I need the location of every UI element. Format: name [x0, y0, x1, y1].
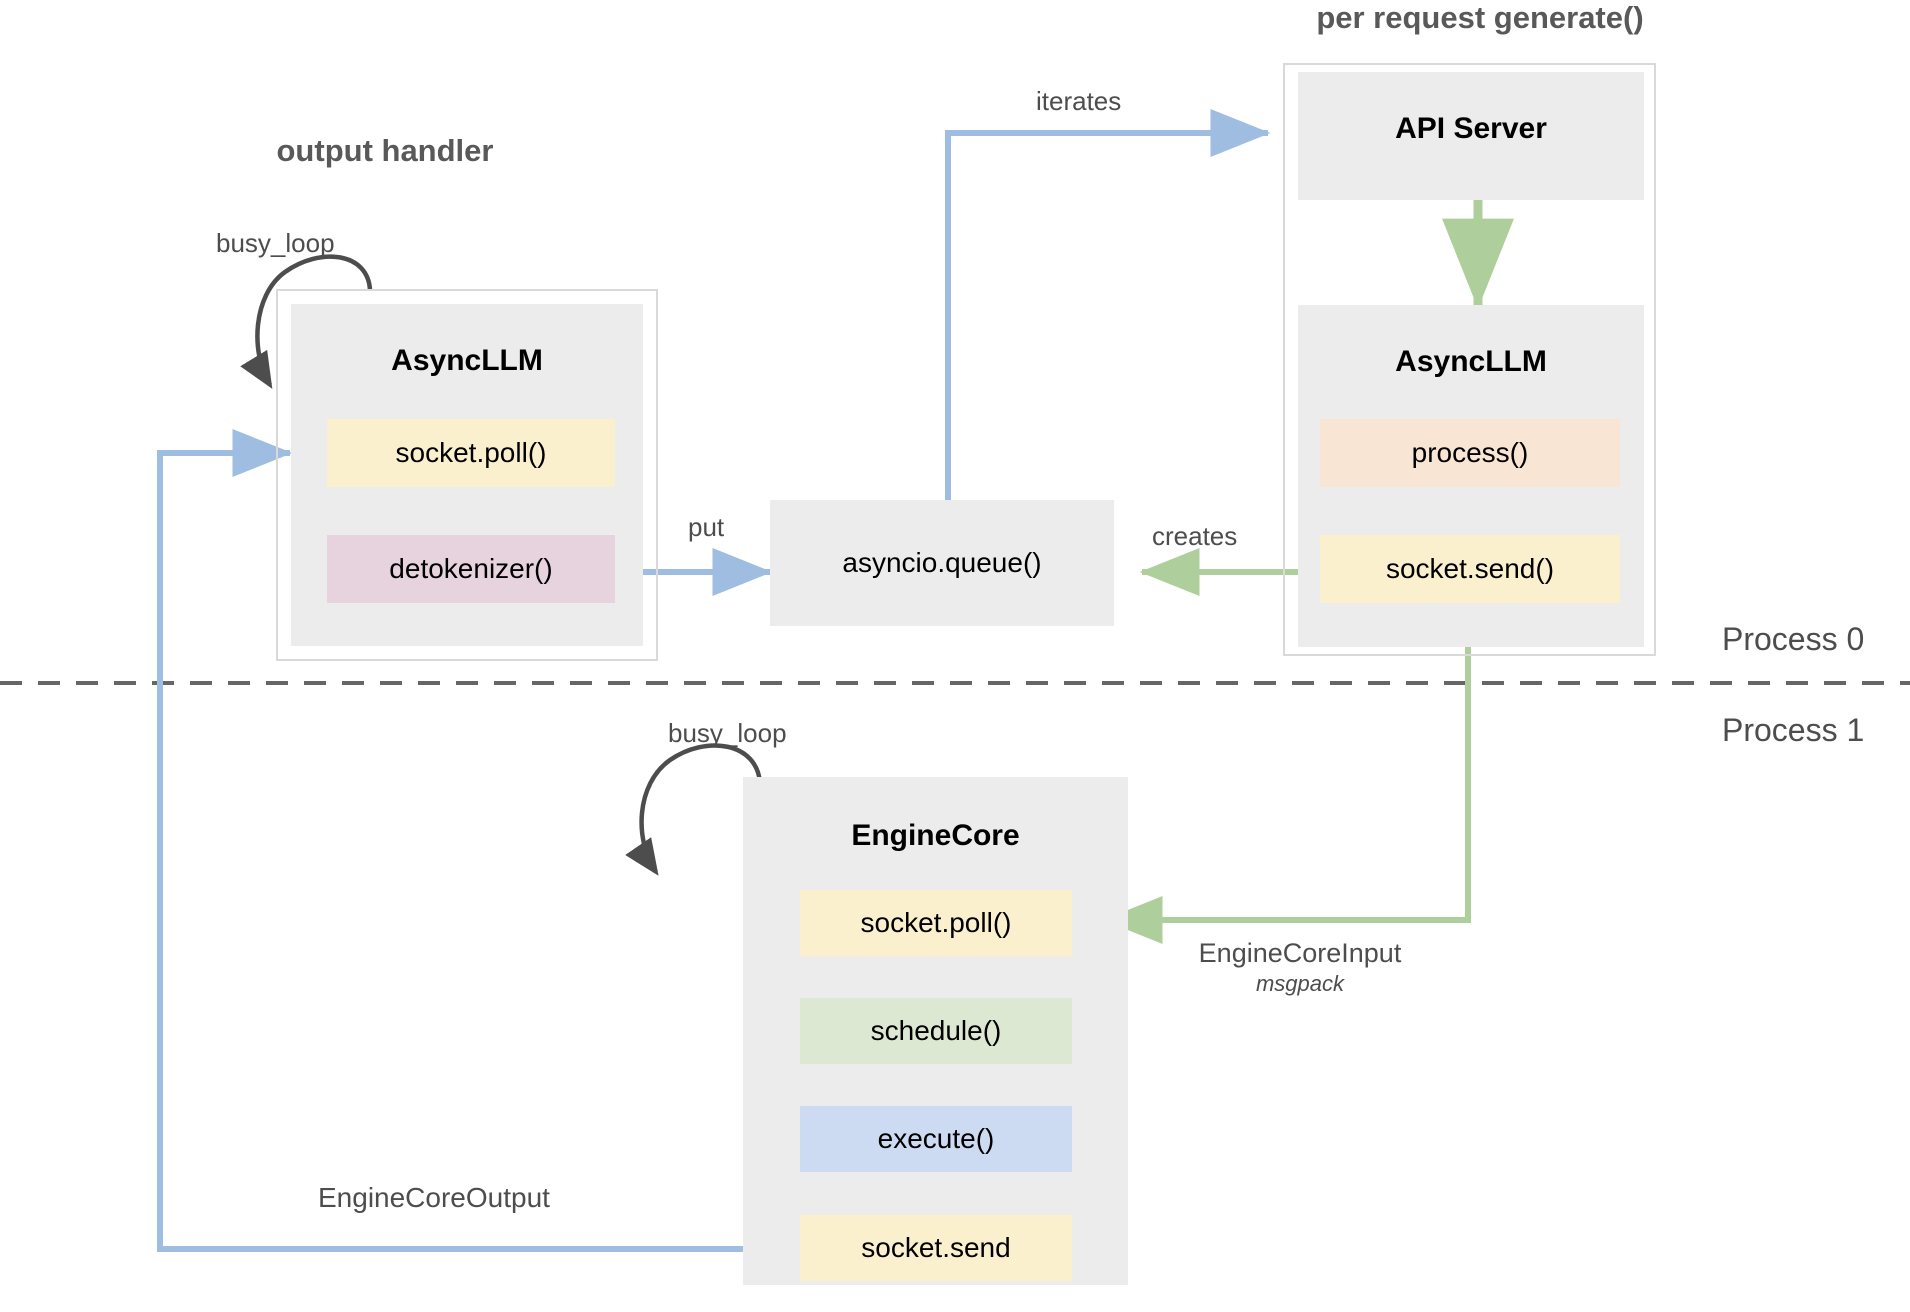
group-title-output-handler: output handler	[276, 133, 494, 168]
method-execute[interactable]: execute()	[800, 1106, 1072, 1172]
method-schedule[interactable]: schedule()	[800, 998, 1072, 1064]
edge-label-busy-loop-left: busy_loop	[216, 228, 335, 258]
per-request-generate-container	[1283, 63, 1656, 656]
engine-core-input-label-group: EngineCoreInput msgpack	[1140, 938, 1460, 997]
edge-label-creates: creates	[1152, 521, 1238, 551]
engine-core-input-sublabel: msgpack	[1255, 971, 1345, 996]
method-process[interactable]: process()	[1320, 419, 1620, 487]
api-server-box[interactable]: API Server	[1298, 72, 1644, 200]
edge-label-iterates: iterates	[1036, 86, 1122, 116]
engine-core-title: EngineCore	[851, 819, 1020, 852]
iterates-arrow	[945, 109, 1271, 505]
method-socket-send-right[interactable]: socket.send()	[1320, 535, 1620, 603]
output-handler-container	[276, 289, 658, 661]
api-server-title: API Server	[1395, 112, 1547, 145]
process-label-bottom: Process 1	[1722, 712, 1865, 748]
process-label-top: Process 0	[1722, 621, 1865, 657]
async-llm-left-title: AsyncLLM	[391, 344, 543, 377]
edge-label-put: put	[688, 512, 725, 542]
engine-core-output-label: EngineCoreOutput	[318, 1182, 550, 1213]
async-llm-right-title: AsyncLLM	[1395, 345, 1547, 378]
method-engine-socket-poll[interactable]: socket.poll()	[800, 890, 1072, 956]
method-socket-poll-left[interactable]: socket.poll()	[327, 419, 615, 487]
asyncio-queue-node[interactable]: asyncio.queue()	[770, 500, 1114, 626]
group-title-per-request-generate: per request generate()	[1316, 0, 1644, 35]
engine-core-input-label: EngineCoreInput	[1198, 938, 1402, 968]
edge-label-busy-loop-engine: busy_loop	[668, 718, 787, 748]
method-detokenizer[interactable]: detokenizer()	[327, 535, 615, 603]
method-engine-socket-send[interactable]: socket.send	[800, 1215, 1072, 1281]
